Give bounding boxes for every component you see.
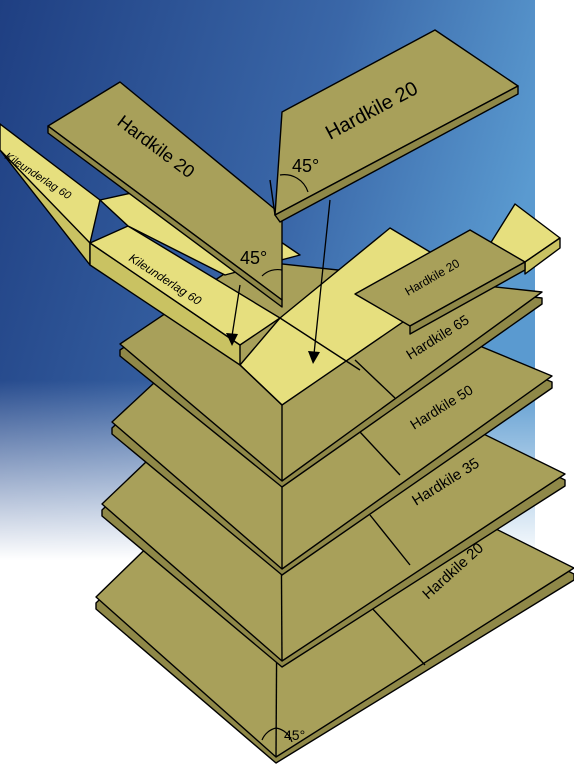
arrows: [226, 199, 331, 364]
label-angle-top-left: 45°: [240, 248, 267, 268]
strip-hardkile-20-right: [354, 229, 526, 335]
label-angle-bottom: 45°: [284, 727, 305, 743]
label-angle-top-right: 45°: [292, 156, 319, 176]
top-wedge-right: [269, 29, 519, 223]
angle-arcs: [261, 174, 309, 743]
